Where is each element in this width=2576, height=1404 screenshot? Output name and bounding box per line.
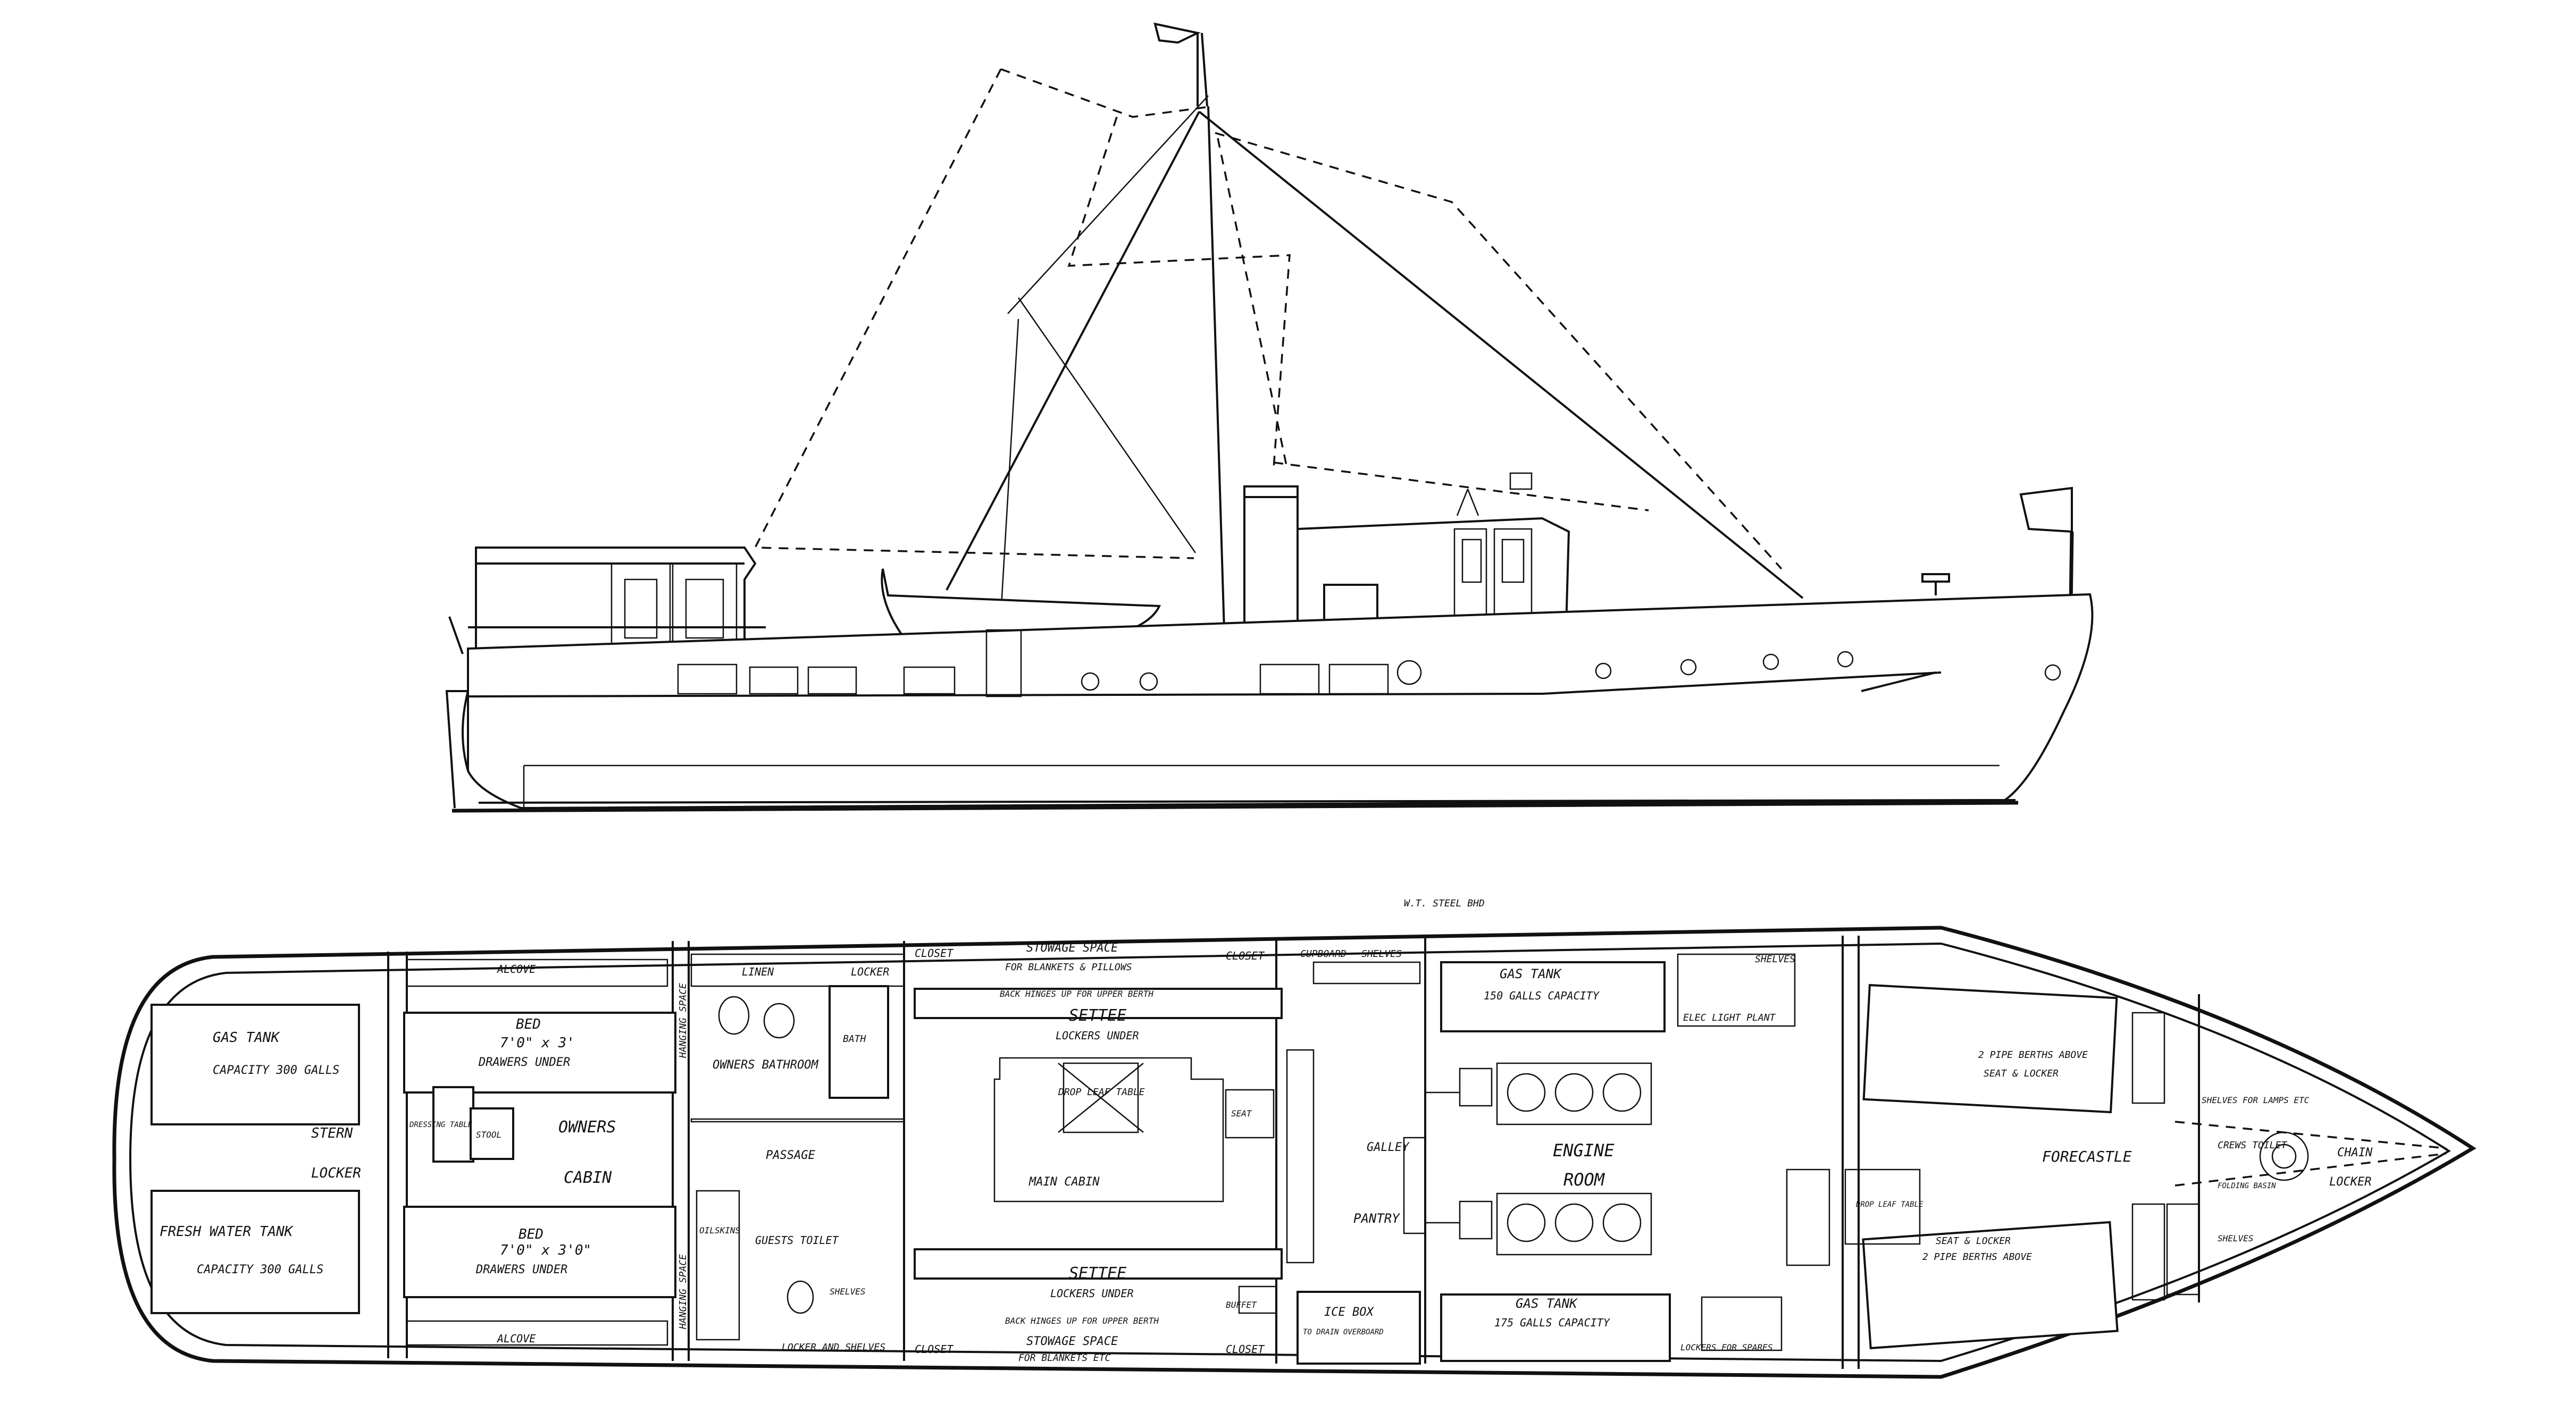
label-guests-toilet: GUESTS TOILET [755, 1234, 839, 1247]
label-ice-box: ICE BOX [1324, 1306, 1374, 1319]
label-oilskins: OILSKINS [699, 1225, 740, 1235]
engines [1425, 953, 1830, 1362]
label-closet-2: CLOSET [1226, 949, 1265, 962]
label-bath: BATH [843, 1033, 866, 1045]
label-engine: ENGINE [1553, 1140, 1615, 1161]
label-hanging-space-bottom: HANGING SPACE [678, 1254, 689, 1330]
label-stowage-bottom: STOWAGE SPACE [1026, 1335, 1118, 1348]
label-wt-steel-bhd: W.T. STEEL BHD [1404, 898, 1485, 909]
label-gas-tank-fwd-bottom: GAS TANK [1516, 1296, 1578, 1311]
label-settee-top-sub: LOCKERS UNDER [1056, 1029, 1139, 1042]
label-settee-bottom: SETTEE [1069, 1264, 1126, 1283]
label-locker-and-shelves: LOCKER AND SHELVES [782, 1342, 885, 1353]
label-gas-tank-fwd-bottom-cap: 175 GALLS CAPACITY [1494, 1316, 1611, 1329]
label-shelves-top: SHELVES [1361, 948, 1402, 960]
label-main-cabin: MAIN CABIN [1028, 1175, 1100, 1189]
label-fresh-water: FRESH WATER TANK [160, 1224, 294, 1240]
label-settee-bottom-note: BACK HINGES UP FOR UPPER BERTH [1005, 1316, 1159, 1326]
label-forecastle: FORECASTLE [2042, 1148, 2132, 1165]
label-gas-tank-aft: GAS TANK [213, 1030, 281, 1046]
label-drop-leaf-table-fwd: DROP LEAF TABLE [1855, 1200, 1923, 1209]
label-lockers-for-spares: LOCKERS FOR SPARES [1680, 1342, 1772, 1352]
label-fresh-water-cap: CAPACITY 300 GALLS [197, 1263, 323, 1276]
label-closet-4: CLOSET [1226, 1343, 1265, 1356]
label-chain-locker: LOCKER [2329, 1175, 2371, 1189]
label-gas-tank-aft-cap: CAPACITY 300 GALLS [213, 1064, 339, 1077]
label-shelves-engine: SHELVES [1755, 954, 1795, 965]
label-alcove-bottom: ALCOVE [496, 1332, 536, 1345]
label-gas-tank-fwd-top: GAS TANK [1500, 966, 1562, 981]
label-closet-3: CLOSET [915, 1343, 954, 1356]
label-chain: CHAIN [2337, 1146, 2373, 1159]
label-room: ROOM [1563, 1170, 1605, 1190]
label-settee-top-note: BACK HINGES UP FOR UPPER BERTH [1000, 989, 1153, 999]
label-bed-bottom: BED [518, 1226, 543, 1242]
label-settee-bottom-sub: LOCKERS UNDER [1050, 1287, 1134, 1300]
side-windows [677, 629, 2061, 697]
label-owners-bathroom: OWNERS BATHROOM [713, 1058, 818, 1072]
label-stowage-bottom-sub: FOR BLANKETS ETC [1018, 1352, 1111, 1364]
label-shelves-fwd-bottom: SHELVES [2218, 1233, 2253, 1243]
label-locker: LOCKER [311, 1165, 361, 1181]
label-settee-top: SETTEE [1069, 1006, 1126, 1025]
label-alcove-top: ALCOVE [496, 963, 536, 976]
label-galley: GALLEY [1367, 1141, 1410, 1154]
label-seat-locker-bottom: SEAT & LOCKER [1936, 1235, 2011, 1247]
label-bed-top-dim: 7'0" x 3' [500, 1035, 575, 1051]
label-pipe-berths-top-sub: SEAT & LOCKER [1984, 1068, 2059, 1079]
label-stool: STOOL [476, 1130, 501, 1140]
label-seat-1: SEAT [1231, 1108, 1252, 1119]
label-locker-top: LOCKER [851, 965, 889, 978]
label-drawers-bottom: DRAWERS UNDER [475, 1263, 567, 1276]
label-passage: PASSAGE [766, 1149, 815, 1162]
label-owners: OWNERS [558, 1118, 616, 1137]
label-cabin: CABIN [564, 1168, 612, 1187]
label-elec-light-plant: ELEC LIGHT PLANT [1683, 1012, 1776, 1023]
label-closet-1: CLOSET [915, 947, 954, 960]
label-crews-toilet: CREWS TOILET [2218, 1140, 2287, 1151]
label-cupboard: CUPBOARD [1300, 948, 1346, 960]
label-bed-top: BED [516, 1016, 541, 1032]
label-shelves-fwd: SHELVES FOR LAMPS ETC [2202, 1095, 2310, 1105]
label-gas-tank-fwd-top-cap: 150 GALLS CAPACITY [1484, 989, 1600, 1002]
forecastle [1844, 983, 2447, 1350]
label-drop-leaf-table: DROP LEAF TABLE [1058, 1087, 1145, 1098]
label-shelves: SHELVES [830, 1287, 865, 1297]
label-linen: LINEN [742, 965, 774, 978]
label-pipe-berths-top: 2 PIPE BERTHS ABOVE [1978, 1049, 2088, 1061]
label-pipe-berths-bottom: 2 PIPE BERTHS ABOVE [1922, 1251, 2032, 1263]
label-drawers-top: DRAWERS UNDER [478, 1056, 570, 1069]
plan-labels: GAS TANK CAPACITY 300 GALLS FRESH WATER … [160, 898, 2373, 1364]
label-stowage-top: STOWAGE SPACE [1026, 941, 1118, 955]
profile-view [445, 22, 2094, 813]
label-dressing-table: DRESSING TABLE [409, 1121, 473, 1129]
label-hanging-space-top: HANGING SPACE [678, 983, 689, 1058]
funnel [1243, 485, 1299, 631]
label-stern: STERN [311, 1125, 353, 1141]
label-pantry: PANTRY [1353, 1211, 1400, 1226]
label-ice-box-sub: TO DRAIN OVERBOARD [1303, 1328, 1384, 1336]
label-buffet: BUFFET [1226, 1300, 1257, 1310]
wheelhouse [1297, 472, 1570, 632]
hull-outline [112, 926, 2477, 1379]
label-bed-bottom-dim: 7'0" x 3'0" [500, 1242, 591, 1258]
label-folding-basin: FOLDING BASIN [2218, 1182, 2276, 1190]
rigging [754, 22, 2074, 648]
deck-plan [112, 926, 2477, 1379]
label-stowage-top-sub: FOR BLANKETS & PILLOWS [1005, 962, 1132, 973]
